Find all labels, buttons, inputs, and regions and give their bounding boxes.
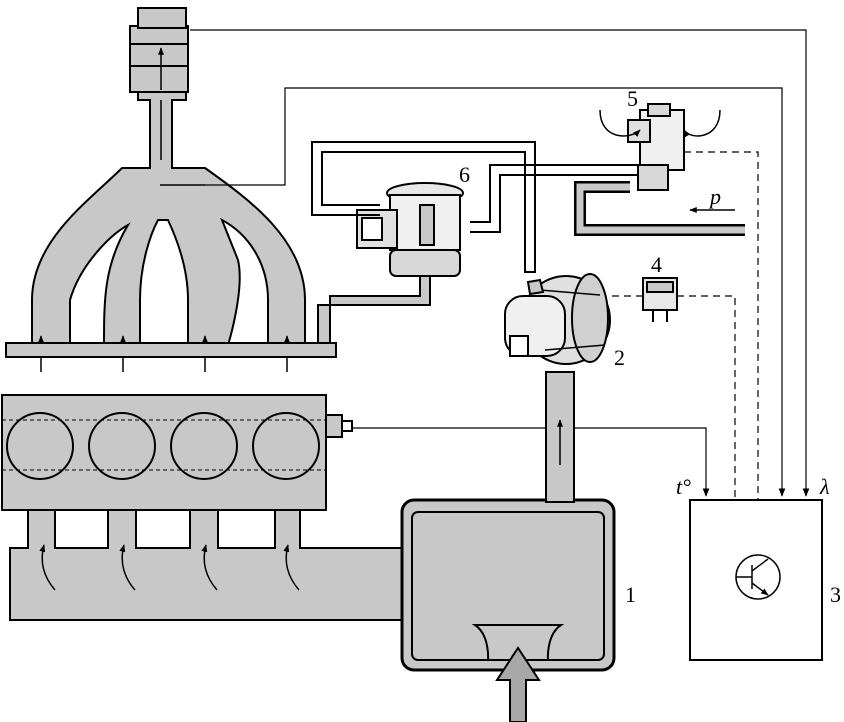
label-lambda: λ [819, 474, 830, 499]
label-combination-valve: 6 [459, 162, 470, 187]
label-solenoid-valve: 5 [627, 86, 638, 111]
air-filter [400, 498, 616, 722]
combination-valve [356, 182, 464, 277]
label-air-pump: 2 [614, 345, 625, 370]
cylinder-1 [6, 412, 74, 480]
intake-flow-arrows [39, 544, 300, 591]
transistor-icon [735, 554, 781, 600]
label-temperature: t° [676, 474, 691, 499]
label-relay: 4 [651, 252, 662, 277]
label-pressure: p [708, 184, 721, 209]
label-control-unit: 3 [830, 582, 841, 607]
signal-wires [190, 29, 810, 497]
exhaust-manifold [31, 7, 306, 346]
solenoid-valve [599, 103, 721, 191]
cylinder-2 [88, 412, 156, 480]
relay [642, 277, 678, 322]
cylinder-4 [252, 412, 320, 480]
intake-manifold [9, 509, 411, 621]
air-pump [504, 273, 611, 365]
control-unit [689, 499, 823, 661]
vacuum-hoses [311, 141, 745, 273]
label-air-filter: 1 [625, 582, 636, 607]
air-inlet-arrow-icon [495, 646, 541, 722]
pump-intake-duct [545, 371, 575, 503]
engine-block [1, 394, 353, 511]
temperature-sensor [325, 414, 343, 438]
control-wires-dashed [612, 151, 759, 500]
cylinder-3 [170, 412, 238, 480]
